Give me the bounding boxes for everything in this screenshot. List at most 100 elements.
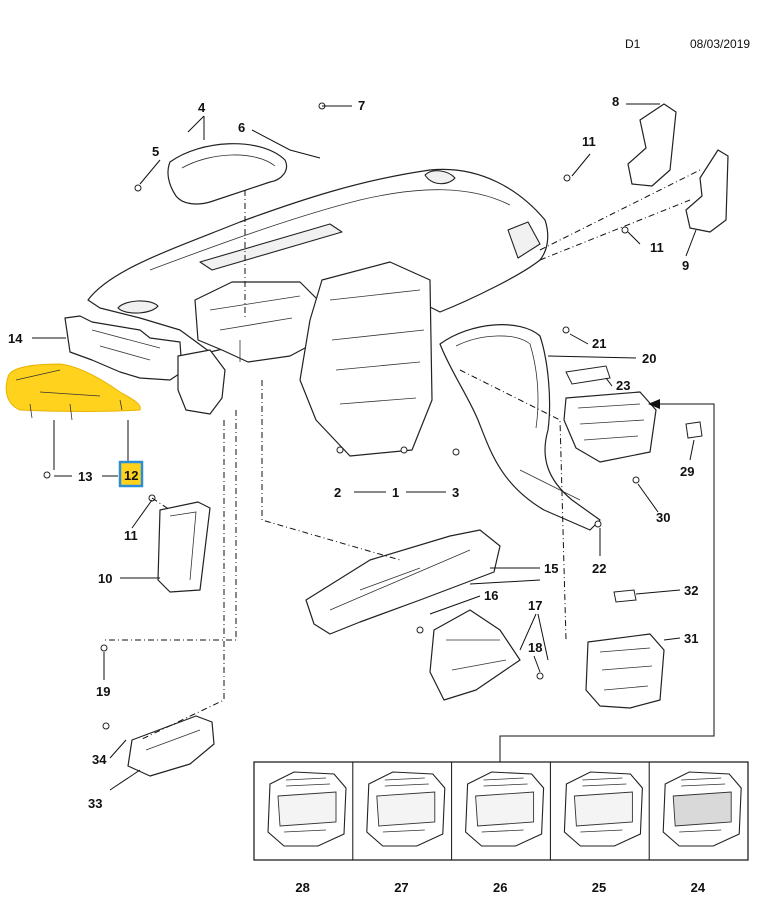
fastener-3 (452, 448, 460, 456)
callout-20[interactable]: 20 (642, 351, 656, 366)
callout-6[interactable]: 6 (238, 120, 245, 135)
variant-bezel-26[interactable] (465, 771, 545, 847)
callout-5[interactable]: 5 (152, 144, 159, 159)
diagram-date: 08/03/2019 (690, 37, 750, 51)
callout-30[interactable]: 30 (656, 510, 670, 525)
part-20-console-trim[interactable] (439, 324, 601, 531)
dashboard-side-vent-right (507, 221, 541, 259)
callout-12-box[interactable] (118, 460, 144, 488)
callout-33[interactable]: 33 (88, 796, 102, 811)
leader-17 (519, 613, 549, 661)
callout-14[interactable]: 14 (8, 331, 23, 346)
part-15-lower-bracket[interactable] (305, 529, 501, 635)
variant-bezel-24[interactable] (662, 771, 742, 847)
callout-21[interactable]: 21 (592, 336, 606, 351)
callout-9[interactable]: 9 (682, 258, 689, 273)
variant-label-25[interactable]: 25 (592, 880, 606, 895)
fastener-5 (134, 184, 142, 192)
callout-4[interactable]: 4 (198, 100, 206, 115)
part-32-switch[interactable] (613, 589, 637, 603)
fastener-21 (562, 326, 570, 334)
leader-34 (109, 739, 127, 759)
callout-3[interactable]: 3 (452, 485, 459, 500)
callout-29[interactable]: 29 (680, 464, 694, 479)
part-17-glovebox[interactable] (429, 609, 521, 701)
callout-7[interactable]: 7 (358, 98, 365, 113)
leader-21 (569, 333, 589, 345)
fastener-1 (400, 446, 408, 454)
variant-label-26[interactable]: 26 (493, 880, 507, 895)
dashboard-upper-edge (149, 189, 511, 271)
leader-30 (637, 483, 659, 513)
part-29-knob[interactable] (685, 421, 703, 439)
variant-bezel-27[interactable] (366, 771, 446, 847)
callout-18[interactable]: 18 (528, 640, 542, 655)
fastener-13 (43, 471, 51, 479)
fastener-11a (563, 174, 571, 182)
callout-17[interactable]: 17 (528, 598, 542, 613)
variant-label-24[interactable]: 24 (691, 880, 706, 895)
assembly-line-15 (261, 380, 401, 561)
variant-bezel-25[interactable] (563, 771, 643, 847)
part-12-highlight[interactable] (5, 363, 141, 412)
fastener-2 (336, 446, 344, 454)
center-stack-detail (329, 289, 425, 405)
part-23-bracket[interactable] (565, 365, 611, 385)
callout-22[interactable]: 22 (592, 561, 606, 576)
callout-11a[interactable]: 11 (582, 134, 596, 149)
center-stack-frame[interactable] (299, 261, 433, 457)
part-4-detail (181, 154, 276, 169)
callout-23[interactable]: 23 (616, 378, 630, 393)
part-4-cluster-hood[interactable] (167, 143, 288, 205)
fastener-30 (632, 476, 640, 484)
callout-34[interactable]: 34 (92, 752, 107, 767)
variants-cells (267, 762, 742, 860)
callout-16[interactable]: 16 (484, 588, 498, 603)
fastener-19 (100, 644, 108, 652)
assembly-line-11c (151, 497, 171, 511)
leader-23 (605, 377, 613, 387)
radio-bezel[interactable] (563, 391, 657, 463)
callout-13[interactable]: 13 (78, 469, 92, 484)
leader-11a (571, 153, 591, 177)
callout-15[interactable]: 15 (544, 561, 558, 576)
variant-label-28[interactable]: 28 (295, 880, 309, 895)
part-31-bezel[interactable] (585, 633, 665, 709)
leader-11c (131, 499, 153, 529)
assembly-line-10-19 (104, 410, 237, 641)
leader-33 (109, 769, 141, 791)
part-9-bracket[interactable] (685, 149, 729, 233)
leader-29 (689, 439, 695, 461)
leader-31 (663, 637, 681, 641)
variants-arrow-line (499, 403, 715, 762)
part-10-trim[interactable] (157, 501, 211, 593)
callout-19[interactable]: 19 (96, 684, 110, 699)
part-10-detail (169, 511, 197, 581)
part-20-detail (455, 335, 581, 501)
leader-20 (547, 355, 637, 359)
callout-32[interactable]: 32 (684, 583, 698, 598)
leader-6 (251, 129, 321, 159)
left-lower-bracket (177, 349, 226, 415)
callout-2[interactable]: 2 (334, 485, 341, 500)
callout-11c[interactable]: 11 (124, 528, 138, 543)
leader-18 (533, 655, 541, 673)
callout-1[interactable]: 1 (392, 485, 399, 500)
part-33-lower-trim[interactable] (127, 715, 215, 777)
radio-bezel-detail (577, 403, 645, 441)
callout-31[interactable]: 31 (684, 631, 698, 646)
part-8-bracket[interactable] (627, 103, 677, 187)
leader-4 (187, 115, 205, 140)
callout-12[interactable]: 12 (124, 468, 138, 483)
variant-bezel-28[interactable] (267, 771, 347, 847)
variant-label-27[interactable]: 27 (394, 880, 408, 895)
dashboard-speaker-grille (424, 170, 456, 185)
callout-8[interactable]: 8 (612, 94, 619, 109)
callout-10[interactable]: 10 (98, 571, 112, 586)
callout-11b[interactable]: 11 (650, 240, 664, 255)
fastener-22 (594, 520, 602, 528)
dashboard-defrost-vent (199, 223, 343, 271)
part-14-detail (91, 329, 161, 361)
dashboard-side-vent-left (117, 300, 159, 314)
